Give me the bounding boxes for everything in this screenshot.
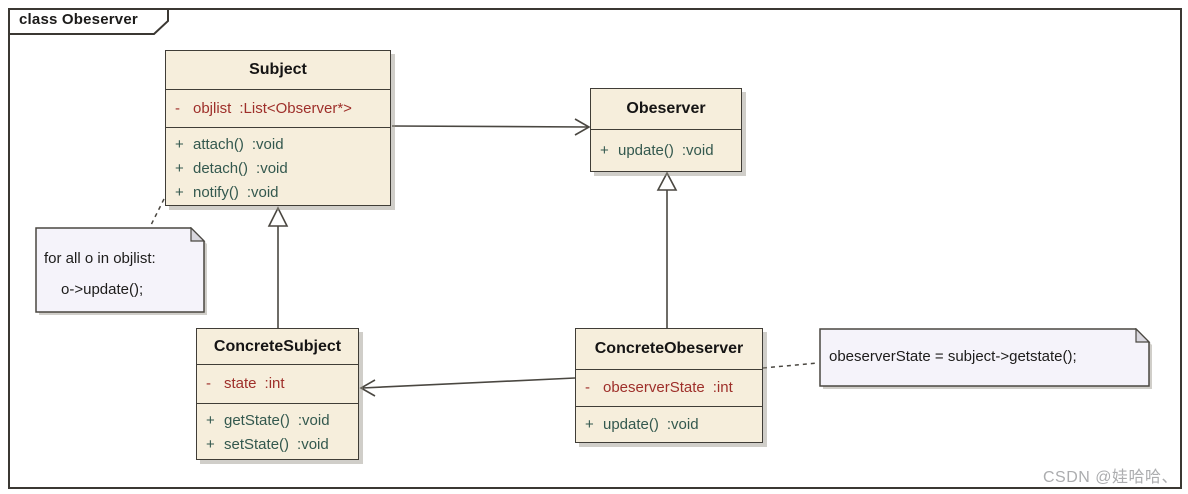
note-shape [35, 226, 207, 315]
member-name: objlist [193, 100, 232, 117]
visibility-sign: - [206, 375, 211, 392]
method-row: + update() :void [576, 413, 762, 437]
member-name: update() [603, 416, 659, 433]
note-line: o->update(); [61, 281, 144, 298]
methods-compartment: + update() :void [591, 129, 741, 171]
member-type: :void [246, 184, 279, 201]
class-name: Subject [249, 61, 307, 78]
method-row: + getState() :void [197, 409, 358, 433]
watermark-text: CSDN @娃哈哈、 [1042, 469, 1178, 486]
member-type: :void [251, 136, 284, 153]
class-subject: Subject - objlist :List<Observer*> + att… [165, 50, 391, 206]
methods-compartment: + getState() :void + setState() :void [197, 403, 358, 459]
method-row: + detach() :void [166, 157, 390, 181]
note-line: for all o in objlist: [44, 250, 156, 267]
visibility-sign: + [585, 416, 594, 433]
attributes-compartment: - obeserverState :int [576, 369, 762, 406]
visibility-sign: + [600, 142, 609, 159]
member-name: attach() [193, 136, 244, 153]
member-name: notify() [193, 184, 239, 201]
attributes-compartment: - objlist :List<Observer*> [166, 89, 390, 127]
class-name: ConcreteSubject [213, 337, 342, 355]
member-type: :void [297, 436, 329, 453]
note-line: obeserverState = subject->getstate(); [829, 348, 1077, 365]
class-name: Obeserver [626, 100, 706, 117]
member-type: :int [264, 375, 285, 392]
attribute-row: - state :int [197, 372, 358, 396]
visibility-sign: - [175, 100, 180, 117]
class-obeserver: Obeserver + update() :void [590, 88, 742, 172]
frame-title: class Obeserver [19, 11, 138, 28]
frame-tab: class Obeserver [8, 8, 170, 36]
note-objlist: for all o in objlist: o->update(); [35, 226, 209, 317]
visibility-sign: + [206, 412, 215, 429]
member-name: obeserverState [603, 379, 705, 396]
attribute-row: - objlist :List<Observer*> [166, 97, 390, 121]
member-name: state [224, 375, 257, 392]
visibility-sign: + [206, 436, 215, 453]
visibility-sign: + [175, 136, 184, 153]
note-shape [819, 327, 1152, 389]
member-type: :void [666, 416, 699, 433]
member-type: :void [681, 142, 714, 159]
method-row: + setState() :void [197, 433, 358, 457]
member-name: getState() [224, 412, 290, 429]
frame-tab-shape [8, 8, 169, 35]
member-type: :void [256, 160, 288, 177]
note-state: obeserverState = subject->getstate(); [819, 327, 1154, 391]
member-type: :void [297, 412, 330, 429]
class-concrete-obeserver: ConcreteObeserver - obeserverState :int … [575, 328, 763, 443]
visibility-sign: - [585, 379, 590, 396]
member-type: :int [712, 379, 733, 396]
attribute-row: - obeserverState :int [576, 376, 762, 400]
method-row: + attach() :void [166, 133, 390, 157]
method-row: + notify() :void [166, 181, 390, 205]
uml-frame-border [8, 8, 1182, 489]
class-concrete-subject: ConcreteSubject - state :int + getState(… [196, 328, 359, 460]
class-name: ConcreteObeserver [594, 340, 744, 357]
method-row: + update() :void [591, 139, 741, 163]
member-name: update() [618, 142, 674, 159]
visibility-sign: + [175, 184, 184, 201]
member-name: detach() [193, 160, 249, 177]
methods-compartment: + attach() :void + detach() :void + noti… [166, 127, 390, 205]
member-type: :List<Observer*> [239, 100, 352, 117]
methods-compartment: + update() :void [576, 406, 762, 442]
attributes-compartment: - state :int [197, 364, 358, 403]
visibility-sign: + [175, 160, 184, 177]
member-name: setState() [224, 436, 290, 453]
